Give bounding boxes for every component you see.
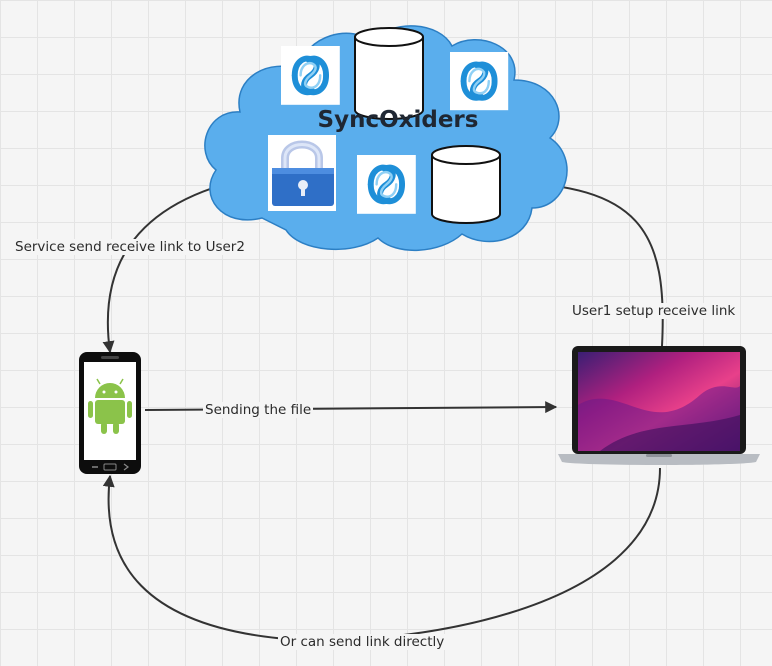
database-icon: [354, 27, 424, 120]
android-robot-icon: [88, 378, 132, 434]
label-send-directly: Or can send link directly: [278, 634, 447, 650]
sync-logo-icon: [281, 46, 340, 105]
cloud-title: SyncOxiders: [318, 107, 479, 133]
sync-logo-icon: [450, 52, 508, 110]
lock-icon: [268, 135, 336, 211]
label-service-send-link: Service send receive link to User2: [13, 239, 247, 255]
database-icon: [431, 145, 501, 224]
arrow-laptop-to-phone-direct: [102, 467, 661, 642]
laptop-icon: [558, 346, 760, 465]
android-phone-icon: [79, 352, 141, 474]
sync-logo-icon: [357, 155, 416, 214]
label-user1-setup: User1 setup receive link: [570, 303, 738, 319]
label-sending-file: Sending the file: [203, 402, 314, 418]
